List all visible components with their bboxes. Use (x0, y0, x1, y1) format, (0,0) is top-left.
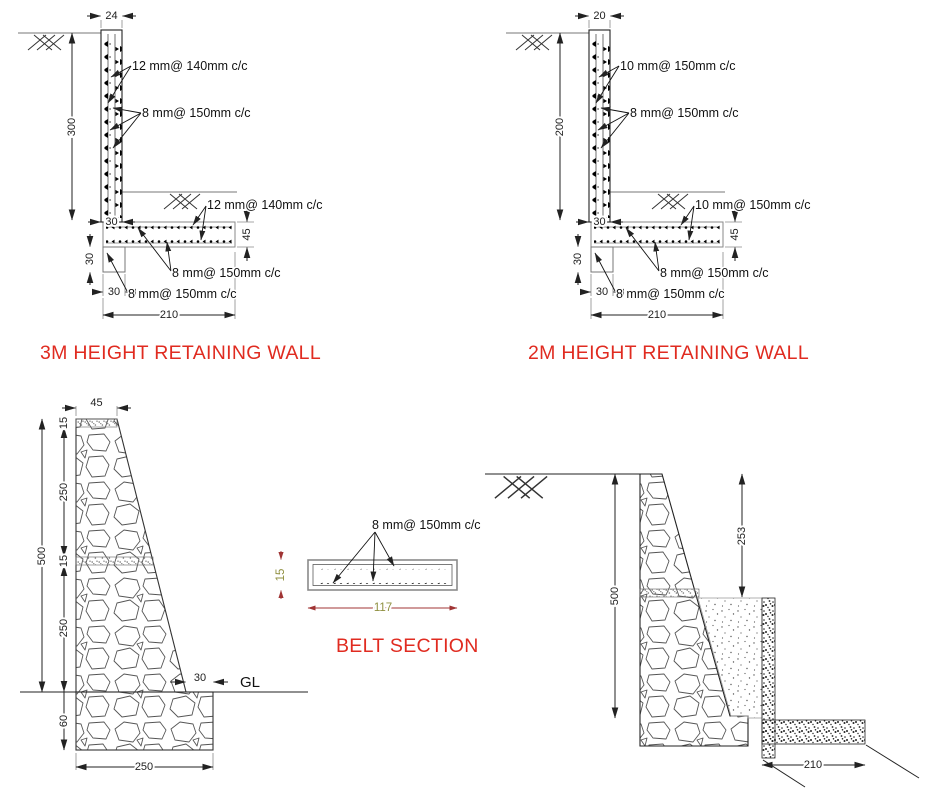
dim-composite-upper-height: 253 (736, 527, 748, 545)
composite-rcc-stem (761, 597, 776, 759)
dim-masonry-upper-course: 250 (58, 483, 70, 501)
annotation-2m-stem-main-bars: 10 mm@ 150mm c/c (620, 59, 736, 73)
annotation-2m-stem-dist-bars: 8 mm@ 150mm c/c (630, 106, 739, 120)
dim-2m-top-width: 20 (593, 10, 605, 22)
dim-masonry-total-height: 500 (36, 547, 48, 565)
dim-2m-height: 200 (554, 118, 566, 136)
annotation-belt-bars: 8 mm@ 150mm c/c (372, 518, 481, 532)
rc-wall-3m-drawing: 24 300 30 45 30 30 210 12 mm@ 140mm c/c … (18, 8, 324, 364)
masonry-foundation (75, 691, 214, 751)
ground-level-label: GL (240, 674, 260, 691)
dim-masonry-top-width: 45 (90, 397, 102, 409)
dim-2m-key-depth: 30 (572, 253, 584, 265)
dim-3m-stem-bottom: 30 (105, 216, 117, 228)
masonry-wall-drawing: GL 45 15 250 15 250 60 500 30 250 (20, 395, 308, 775)
masonry-wall-body (75, 418, 187, 693)
dim-masonry-foundation-width: 250 (135, 761, 153, 773)
dim-masonry-foundation-depth: 60 (58, 715, 70, 727)
dim-3m-key-depth: 30 (84, 253, 96, 265)
dim-composite-total-height: 500 (609, 587, 621, 605)
title-2m-wall: 2M HEIGHT RETAINING WALL (528, 342, 809, 364)
dim-3m-height: 300 (66, 118, 78, 136)
composite-wall-drawing: 500 253 210 (485, 473, 920, 788)
dim-belt-width: 117 (374, 602, 392, 614)
masonry-top-belt (75, 418, 118, 428)
dim-masonry-toe-offset: 30 (194, 672, 206, 684)
annotation-3m-footing-dist-bars: 8 mm@ 150mm c/c (172, 266, 281, 280)
dim-masonry-mid-belt: 15 (58, 555, 70, 567)
rc-wall-2m-drawing: 20 200 30 45 30 30 210 10 mm@ 150mm c/c … (506, 8, 812, 364)
dim-3m-key-width: 30 (108, 286, 120, 298)
dim-2m-footing-length: 210 (648, 309, 666, 321)
title-belt-section: BELT SECTION (336, 635, 479, 657)
dim-3m-top-width: 24 (105, 10, 117, 22)
dim-3m-footing-length: 210 (160, 309, 178, 321)
dim-3m-footing-thickness: 45 (241, 228, 253, 240)
annotation-3m-key-bars: 8 mm@ 150mm c/c (128, 287, 237, 301)
dim-belt-thickness: 15 (275, 569, 287, 582)
annotation-3m-stem-dist-bars: 8 mm@ 150mm c/c (142, 106, 251, 120)
dim-2m-key-width: 30 (596, 286, 608, 298)
dim-masonry-top-belt: 15 (58, 417, 70, 429)
composite-belt-band (639, 588, 700, 598)
masonry-mid-belt (75, 556, 154, 566)
dim-2m-footing-thickness: 45 (729, 228, 741, 240)
annotation-2m-footing-dist-bars: 8 mm@ 150mm c/c (660, 266, 769, 280)
composite-rcc-footing (761, 719, 866, 745)
annotation-3m-footing-main-bars: 12 mm@ 140mm c/c (207, 198, 323, 212)
dim-masonry-lower-course: 250 (58, 619, 70, 637)
annotation-3m-stem-main-bars: 12 mm@ 140mm c/c (132, 59, 248, 73)
dim-composite-footing-width: 210 (804, 759, 822, 771)
annotation-2m-key-bars: 8 mm@ 150mm c/c (616, 287, 725, 301)
dim-2m-stem-bottom: 30 (593, 216, 605, 228)
title-3m-wall: 3M HEIGHT RETAINING WALL (40, 342, 321, 364)
belt-section-drawing: 8 mm@ 150mm c/c 117 15 BELT SECTION (273, 517, 482, 658)
annotation-2m-footing-main-bars: 10 mm@ 150mm c/c (695, 198, 811, 212)
